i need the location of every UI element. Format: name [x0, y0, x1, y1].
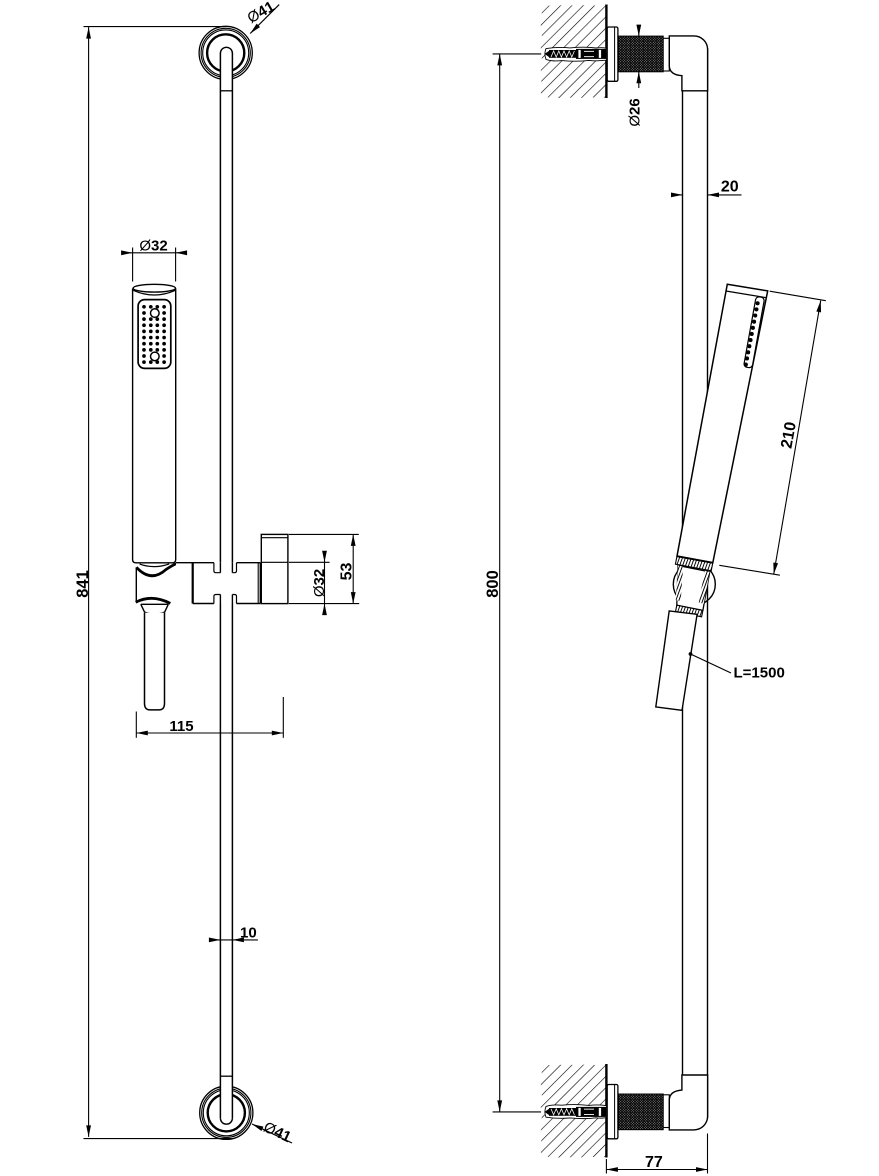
svg-text:10: 10 — [240, 925, 257, 942]
svg-text:Ø32: Ø32 — [139, 237, 167, 254]
svg-text:Ø26: Ø26 — [627, 98, 644, 126]
svg-text:210: 210 — [778, 421, 799, 450]
svg-text:115: 115 — [169, 718, 193, 735]
svg-text:Ø32: Ø32 — [311, 569, 328, 597]
svg-text:800: 800 — [484, 570, 502, 598]
svg-text:L=1500: L=1500 — [734, 665, 785, 682]
svg-text:841: 841 — [74, 570, 92, 598]
svg-text:53: 53 — [339, 563, 356, 581]
svg-text:77: 77 — [645, 1154, 663, 1171]
svg-text:20: 20 — [721, 179, 739, 196]
